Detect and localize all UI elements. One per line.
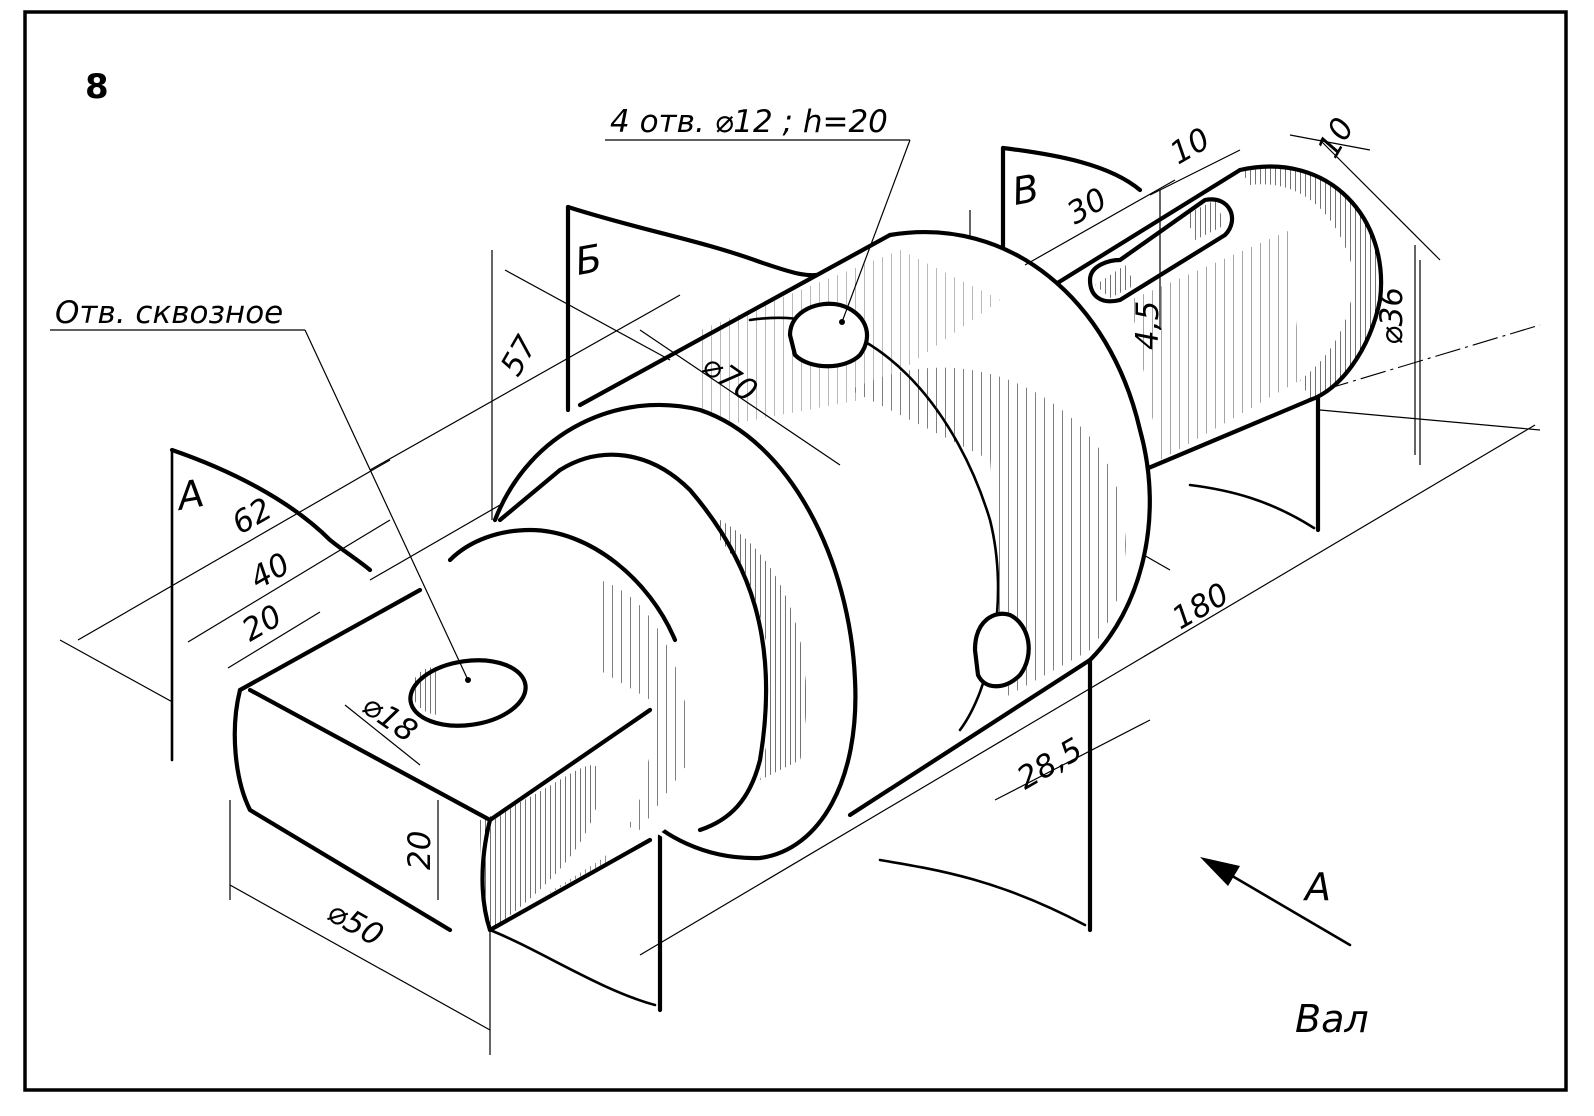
dim-57: 57 bbox=[494, 330, 545, 382]
leaders bbox=[50, 139, 911, 681]
dim-d36: ⌀36 bbox=[1374, 287, 1410, 345]
left-flat-block bbox=[232, 585, 653, 934]
view-arrow-label: А bbox=[1302, 865, 1331, 909]
drawing-title: Вал bbox=[1295, 997, 1369, 1041]
through-hole-note: Отв. сквозное bbox=[55, 295, 283, 331]
dim-d50: ⌀50 bbox=[321, 894, 389, 954]
dim-4-5: 4,5 bbox=[1130, 301, 1166, 350]
dim-10-b: 10 bbox=[1311, 112, 1362, 164]
four-holes-note: 4 отв. ⌀12 ; h=20 bbox=[610, 104, 888, 140]
dim-10-a: 10 bbox=[1164, 121, 1216, 172]
figure-number: 8 bbox=[85, 67, 109, 107]
holes-d12 bbox=[787, 301, 1031, 689]
dimension-lines bbox=[77, 134, 1541, 1031]
dim-180: 180 bbox=[1166, 576, 1235, 637]
dim-20-flat: 20 bbox=[402, 831, 438, 870]
drawing-frame bbox=[23, 10, 1568, 1092]
